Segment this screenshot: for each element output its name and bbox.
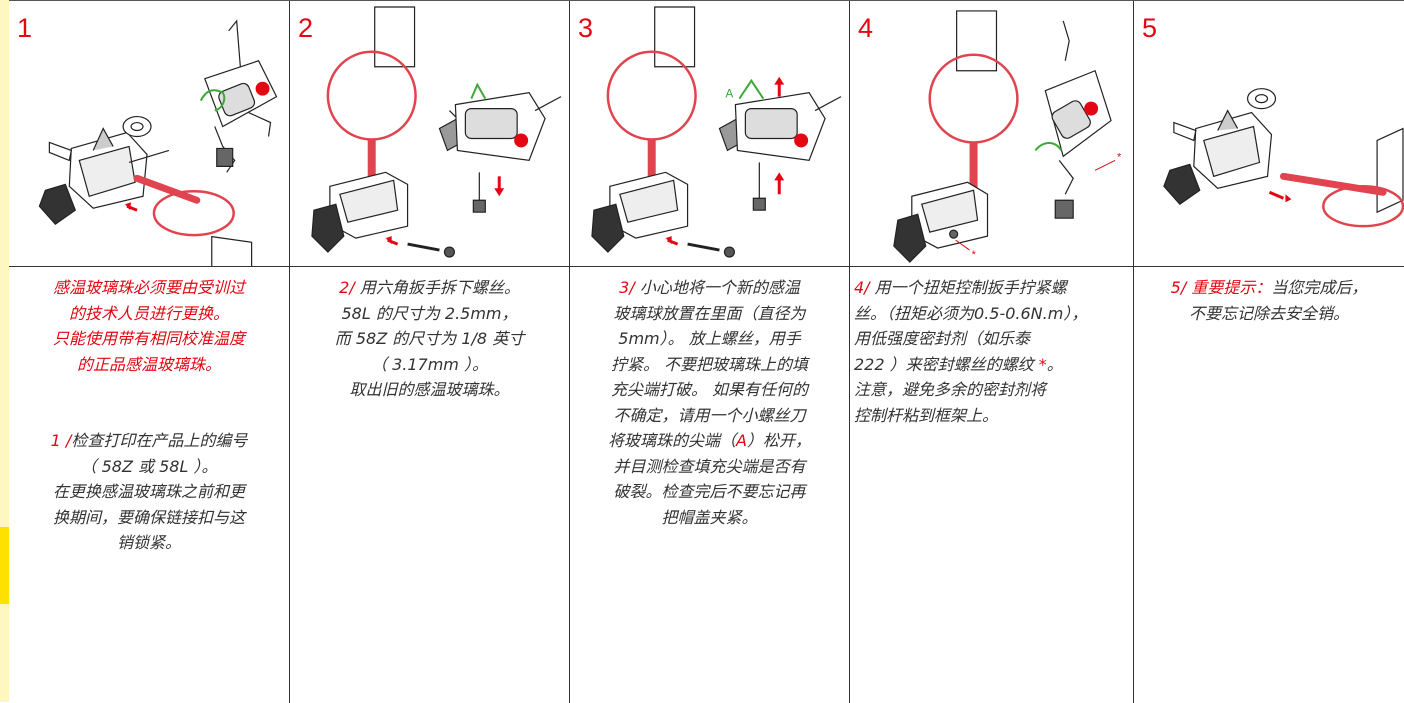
label-a: A (725, 87, 733, 101)
step-3-instruction-line: 将玻璃珠的尖端（A）松开， (608, 431, 811, 450)
step-3-instruction-line: 5mm）。 放上螺丝，用手 (618, 329, 801, 348)
thread-marker-bottom: * (972, 249, 977, 261)
step-3-number: 3 (578, 13, 594, 43)
step-5-column: 5 5/ 重要提示：当您完成后， 不要忘记除 (1133, 1, 1404, 703)
step-5-instruction-line: 5/ 重要提示：当您完成后， (1170, 278, 1368, 297)
step-5-text: 5/ 重要提示：当您完成后， 不要忘记除去安全销。 (1138, 275, 1400, 326)
step-1-instruction-line: 换期间，要确保链接扣与这 (52, 507, 245, 527)
step-1-drawing (9, 1, 289, 266)
step-1-instruction-line: 销锁紧。 (116, 533, 181, 552)
torque-value: 0.5-0.6N.m (974, 303, 1064, 323)
step-4-drawing: * * (850, 1, 1122, 266)
step-4-instruction-line: 控制杆粘到框架上。 (854, 405, 999, 425)
step-3-instruction-line: 玻璃球放置在里面（直径为 (613, 303, 806, 323)
step-1-illustration: 1 (9, 1, 289, 267)
step-4-column: 4 * (849, 1, 1133, 703)
step-2-instruction-line: （ 3.17mm ）。 (371, 354, 488, 374)
left-margin-strip (0, 0, 9, 702)
step-4-illustration: 4 * (850, 1, 1133, 267)
important-note: 重要提示： (1186, 278, 1272, 297)
step-4-instruction-line: 注意，避免多余的密封剂将 (854, 380, 1047, 399)
step-4-instruction-line: 222 ）来密封螺丝的螺纹 *。 (854, 354, 1063, 374)
step-5-illustration: 5 (1134, 1, 1404, 267)
step-2-drawing (290, 1, 569, 266)
step-1-warning-line: 感温玻璃珠必须要由受训过 (52, 278, 245, 297)
step-3-instruction-line: 破裂。检查完后不要忘记再 (613, 482, 806, 501)
step-1-instruction-line: （ 58Z 或 58L ）。 (80, 456, 218, 476)
step-1-instruction-line: 在更换感温玻璃珠之前和更 (52, 482, 245, 501)
step-2-number: 2 (298, 13, 314, 43)
step-3-instruction-line: 充尖端打破。 如果有任何的 (610, 380, 809, 399)
step-5-number: 5 (1142, 13, 1158, 43)
step-3-text: 3/ 小心地将一个新的感温 玻璃球放置在里面（直径为 5mm）。 放上螺丝，用手… (574, 275, 845, 530)
step-1-text: 感温玻璃珠必须要由受训过 的技术人员进行更换。 只能使用带有相同校准温度 的正品… (13, 275, 285, 556)
step-5-instruction-line: 不要忘记除去安全销。 (1188, 303, 1349, 323)
step-4-instruction-line: 丝。（扭矩必须为0.5-0.6N.m）， (854, 303, 1088, 323)
step-1-column: 1 (9, 1, 289, 703)
instruction-table: 1 (9, 0, 1404, 703)
step-1-warning-line: 的技术人员进行更换。 (68, 303, 229, 323)
step-3-drawing: A (570, 1, 849, 266)
step-2-instruction-line: 而 58Z 的尺寸为 1/8 英寸 (334, 329, 525, 348)
step-1-prefix: 1 / (50, 431, 72, 450)
step-1-warning-line: 只能使用带有相同校准温度 (52, 329, 245, 348)
step-1-warning-line: 的正品感温玻璃珠。 (76, 354, 221, 374)
step-2-text: 2/ 用六角扳手拆下螺丝。 58L 的尺寸为 2.5mm， 而 58Z 的尺寸为… (294, 275, 565, 403)
step-3-instruction-line: 不确定，请用一个小螺丝刀 (613, 405, 806, 425)
thread-marker-top: * (1117, 151, 1122, 163)
step-3-instruction-line: 3/ 小心地将一个新的感温 (619, 278, 800, 297)
step-2-instruction-line: 2/ 用六角扳手拆下螺丝。 (339, 278, 520, 297)
step-2-column: 2 (289, 1, 569, 703)
step-4-number: 4 (858, 13, 874, 43)
step-1-number: 1 (17, 13, 33, 43)
step-2-illustration: 2 (290, 1, 569, 267)
step-3-instruction-line: 拧紧。 不要把玻璃珠上的填 (610, 354, 809, 374)
step-1-instruction-line: 1 /检查打印在产品上的编号 (50, 431, 248, 450)
step-4-instruction-line: 4/ 用一个扭矩控制扳手拧紧螺 (854, 278, 1067, 297)
step-3-instruction-line: 并目测检查填充尖端是否有 (613, 456, 806, 476)
step-3-column: 3 A (569, 1, 849, 703)
yellow-marker (0, 527, 9, 604)
step-2-instruction-line: 58L 的尺寸为 2.5mm， (341, 303, 518, 323)
step-4-text: 4/ 用一个扭矩控制扳手拧紧螺 丝。（扭矩必须为0.5-0.6N.m）， 用低强… (854, 275, 1129, 428)
step-3-instruction-line: 把帽盖夹紧。 (661, 507, 758, 527)
step-4-instruction-line: 用低强度密封剂（如乐泰 (854, 329, 1031, 348)
step-3-illustration: 3 A (570, 1, 849, 267)
step-5-drawing (1134, 1, 1404, 266)
step-2-instruction-line: 取出旧的感温玻璃珠。 (349, 380, 510, 399)
